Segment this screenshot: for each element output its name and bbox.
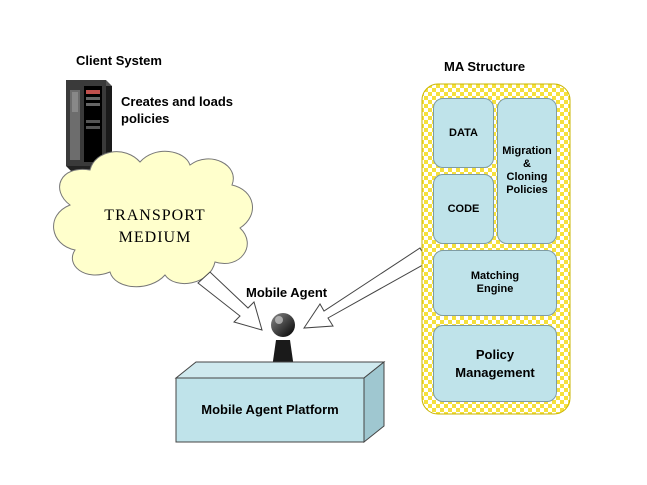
code-label: CODE <box>447 202 480 215</box>
data-box: DATA <box>433 98 494 168</box>
migration-line1: Migration <box>502 145 552 157</box>
transport-line2: MEDIUM <box>118 229 192 246</box>
data-label: DATA <box>449 126 478 139</box>
matching-engine-box: Matching Engine <box>433 250 557 316</box>
mobile-agent-icon <box>268 313 298 371</box>
transport-line1: TRANSPORT <box>104 207 206 224</box>
policy-management-box: Policy Management <box>433 325 557 402</box>
client-system-title: Client System <box>76 53 162 68</box>
cloud-to-agent-arrow <box>197 271 263 331</box>
matching-line2: Engine <box>476 283 514 295</box>
migration-line4: Policies <box>506 184 548 196</box>
transport-cloud <box>53 150 253 288</box>
mobile-agent-label: Mobile Agent <box>246 285 328 300</box>
code-box: CODE <box>433 174 494 244</box>
matching-line1: Matching <box>470 270 520 282</box>
migration-line2: & <box>523 158 531 170</box>
transport-medium-text: TRANSPORT MEDIUM <box>100 205 210 249</box>
client-caption-line1: Creates and loads <box>121 94 233 109</box>
ma-structure-title: MA Structure <box>444 59 526 74</box>
migration-policies-box: Migration & Cloning Policies <box>497 98 557 244</box>
client-caption-line2: policies <box>121 111 170 126</box>
migration-line3: Cloning <box>506 171 548 183</box>
policy-line1: Policy <box>475 346 515 362</box>
structure-to-agent-arrow <box>303 247 429 329</box>
platform-label: Mobile Agent Platform <box>201 402 339 417</box>
platform-box <box>174 360 386 444</box>
policy-line2: Management <box>455 364 535 380</box>
